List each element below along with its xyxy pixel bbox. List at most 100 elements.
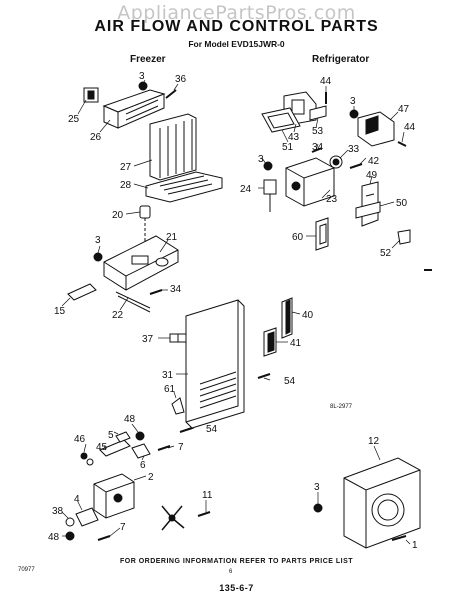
drawing-code: 8L-2977 (330, 404, 353, 410)
section-freezer-label: Freezer (130, 54, 166, 65)
callout-48: 48 (48, 532, 60, 543)
callout-21: 21 (166, 232, 178, 243)
part-rod-22 (115, 291, 151, 313)
part-shroud-12 (343, 457, 421, 549)
part-knob-52 (397, 229, 411, 245)
callout-54: 54 (206, 424, 218, 435)
ordering-footer: FOR ORDERING INFORMATION REFER TO PARTS … (119, 558, 354, 565)
corner-code: 70977 (18, 567, 35, 573)
part-motor-2 (93, 473, 135, 519)
callout-42: 42 (368, 156, 380, 167)
part-housing-23 (285, 157, 335, 207)
callout-45: 45 (96, 442, 108, 453)
callout-38: 38 (52, 506, 64, 517)
part-cover-41 (263, 327, 277, 357)
callout-51: 51 (282, 142, 294, 153)
callout-5: 5 (108, 430, 114, 441)
callout-3: 3 (139, 71, 145, 82)
callout-52: 52 (380, 248, 392, 259)
callout-28: 28 (120, 180, 132, 191)
part-latch-61 (171, 397, 185, 415)
part-screw-1 (391, 535, 407, 541)
callout-31: 31 (162, 370, 174, 381)
part-duct-27 (149, 113, 197, 181)
part-grommet-46 (80, 452, 94, 466)
callout-49: 49 (366, 170, 378, 181)
callout-54: 54 (284, 376, 296, 387)
part-grommet-48-top (135, 431, 145, 441)
callout-50: 50 (396, 198, 408, 209)
callout-7: 7 (120, 522, 126, 533)
leader-lines (61, 79, 411, 545)
callout-44: 44 (404, 122, 416, 133)
callout-40: 40 (302, 310, 314, 321)
callout-12: 12 (368, 436, 380, 447)
part-seal-51 (261, 107, 301, 133)
page-title: AIR FLOW AND CONTROL PARTS (94, 18, 379, 35)
part-louver-26 (102, 89, 166, 129)
part-bellows-33 (329, 155, 343, 169)
part-damper-24 (263, 179, 277, 212)
part-panel-31 (177, 299, 245, 429)
callout-37: 37 (142, 334, 154, 345)
part-bracket-45 (99, 439, 131, 457)
part-bracket-15 (67, 283, 97, 301)
part-clip-37 (169, 333, 179, 343)
part-baffle-60 (315, 217, 329, 251)
part-screw-11 (197, 511, 211, 517)
callout-15: 15 (54, 306, 66, 317)
callout-34: 34 (170, 284, 182, 295)
part-screw-34-refrig (311, 147, 323, 153)
part-clip-53 (309, 105, 327, 121)
page-number: 135-6-7 (219, 583, 254, 593)
callout-53: 53 (312, 126, 324, 137)
callout-36: 36 (175, 74, 187, 85)
callout-34: 34 (312, 142, 324, 153)
callout-27: 27 (120, 162, 132, 173)
callout-4: 4 (74, 494, 80, 505)
callout-7: 7 (178, 442, 184, 453)
part-screw-54-middle (257, 373, 271, 379)
callout-25: 25 (68, 114, 80, 125)
part-fan-blade (161, 505, 185, 531)
part-screw-3-shroud (313, 503, 323, 513)
part-screw-7-upper (157, 445, 171, 451)
callout-6: 6 (140, 460, 146, 471)
callout-61: 61 (164, 384, 176, 395)
callout-46: 46 (74, 434, 86, 445)
callout-11: 11 (202, 490, 213, 501)
callout-26: 26 (90, 132, 102, 143)
part-bracket-6 (131, 443, 151, 459)
section-refrigerator-label: Refrigerator (312, 54, 370, 65)
callout-3: 3 (350, 96, 356, 107)
part-screw-7-lower (97, 535, 111, 541)
part-cover-40 (281, 297, 293, 339)
part-grille-28 (145, 171, 223, 203)
callout-3: 3 (258, 154, 264, 165)
part-screw-3-control (93, 252, 103, 262)
part-screw-44-right (397, 141, 407, 147)
callout-41: 41 (290, 338, 302, 349)
part-grommet-38 (65, 517, 75, 527)
callout-2: 2 (148, 472, 154, 483)
callout-23: 23 (326, 194, 338, 205)
part-screw-34-freezer (149, 289, 163, 295)
callout-48: 48 (124, 414, 136, 425)
part-screw-3-freezer (138, 81, 148, 91)
callout-44: 44 (320, 76, 332, 87)
part-screw-36 (165, 89, 177, 99)
part-control-housing-21 (103, 235, 179, 291)
callout-labels: 3 36 25 26 27 28 20 3 21 15 22 34 44 3 4… (48, 71, 418, 551)
callout-3: 3 (314, 482, 320, 493)
callout-1: 1 (412, 540, 418, 551)
part-screw-54-bottom (179, 427, 193, 433)
callout-3: 3 (95, 235, 101, 246)
callout-33: 33 (348, 144, 360, 155)
part-clip-5 (115, 431, 131, 443)
model-subtitle: For Model EVD15JWR-0 (188, 39, 285, 49)
callout-43: 43 (288, 132, 300, 143)
part-mount-4 (75, 507, 99, 527)
watermark: AppliancePartsPros.com (117, 2, 356, 24)
